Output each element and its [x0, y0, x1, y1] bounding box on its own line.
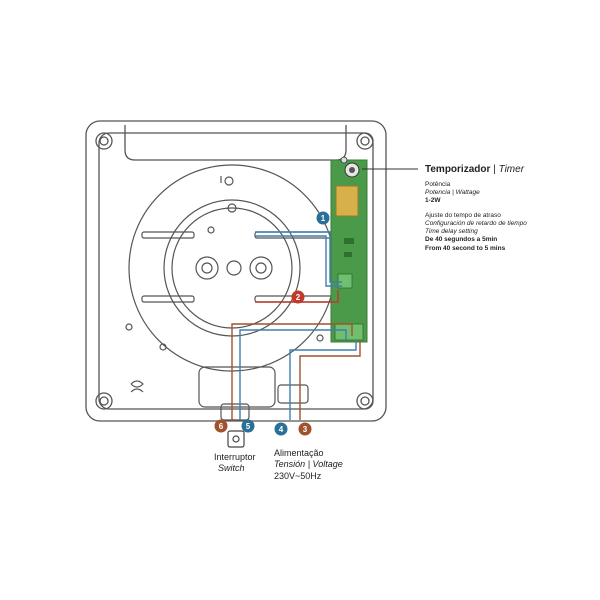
- timer-power-label: Potência: [425, 181, 451, 188]
- switch-label-main: Interruptor: [214, 452, 256, 462]
- wire-blue-switch: [239, 329, 347, 420]
- wires: [231, 231, 361, 421]
- svg-text:1: 1: [321, 214, 326, 223]
- marker-4: 4: [274, 422, 288, 436]
- timer-delay-label-en: Time delay setting: [425, 228, 478, 236]
- marker-5: 5: [241, 419, 255, 433]
- marker-1: 1: [316, 211, 330, 225]
- marker-6: 6: [214, 419, 228, 433]
- motor-assembly: [125, 164, 336, 393]
- supply-label-alt: Tensión | Voltage: [274, 459, 343, 470]
- svg-text:3: 3: [303, 425, 308, 434]
- timer-delay-label: Ajuste do tempo de atraso: [425, 212, 501, 219]
- wire-brown-supply: [299, 340, 361, 420]
- supply-label: Alimentação Tensión | Voltage 230V~50Hz: [274, 448, 343, 482]
- timer-power-block: Potência Potencia | Wattage 1-2W: [425, 181, 480, 205]
- wire-blue-1b: [255, 235, 342, 287]
- svg-text:4: 4: [279, 425, 284, 434]
- timer-delay-block: Ajuste do tempo de atraso Configuración …: [425, 212, 527, 253]
- timer-delay-label-es: Configuración de retardo de tiempo: [425, 220, 527, 228]
- switch-symbol: [227, 430, 245, 448]
- switch-label-alt: Switch: [218, 463, 245, 474]
- supply-label-main: Alimentação: [274, 448, 324, 458]
- wire-blue-supply: [289, 340, 357, 420]
- svg-text:6: 6: [219, 422, 224, 431]
- cable-entries: [198, 366, 309, 421]
- timer-delay-value-en: From 40 second to 5 mins: [425, 244, 506, 252]
- timer-title: Temporizador | Timer: [425, 164, 524, 177]
- supply-value: 230V~50Hz: [274, 470, 322, 481]
- timer-title-sep: |: [493, 164, 496, 175]
- marker-3: 3: [298, 422, 312, 436]
- timer-title-alt: Timer: [498, 164, 525, 175]
- fan-housing: [85, 120, 387, 422]
- wire-blue-1: [255, 231, 342, 283]
- wire-brown-switch: [231, 323, 353, 421]
- svg-text:5: 5: [246, 422, 251, 431]
- timer-delay-value-pt: De 40 segundos a 5min: [425, 236, 498, 244]
- timer-power-label-alt: Potencia | Wattage: [425, 189, 480, 197]
- switch-label: Interruptor Switch: [214, 452, 256, 475]
- timer-title-main: Temporizador: [425, 164, 491, 175]
- timer-board: [330, 156, 368, 343]
- timer-power-value: 1-2W: [425, 197, 441, 205]
- marker-2: 2: [291, 290, 305, 304]
- wire-red-2: [255, 290, 339, 303]
- svg-text:2: 2: [296, 293, 301, 302]
